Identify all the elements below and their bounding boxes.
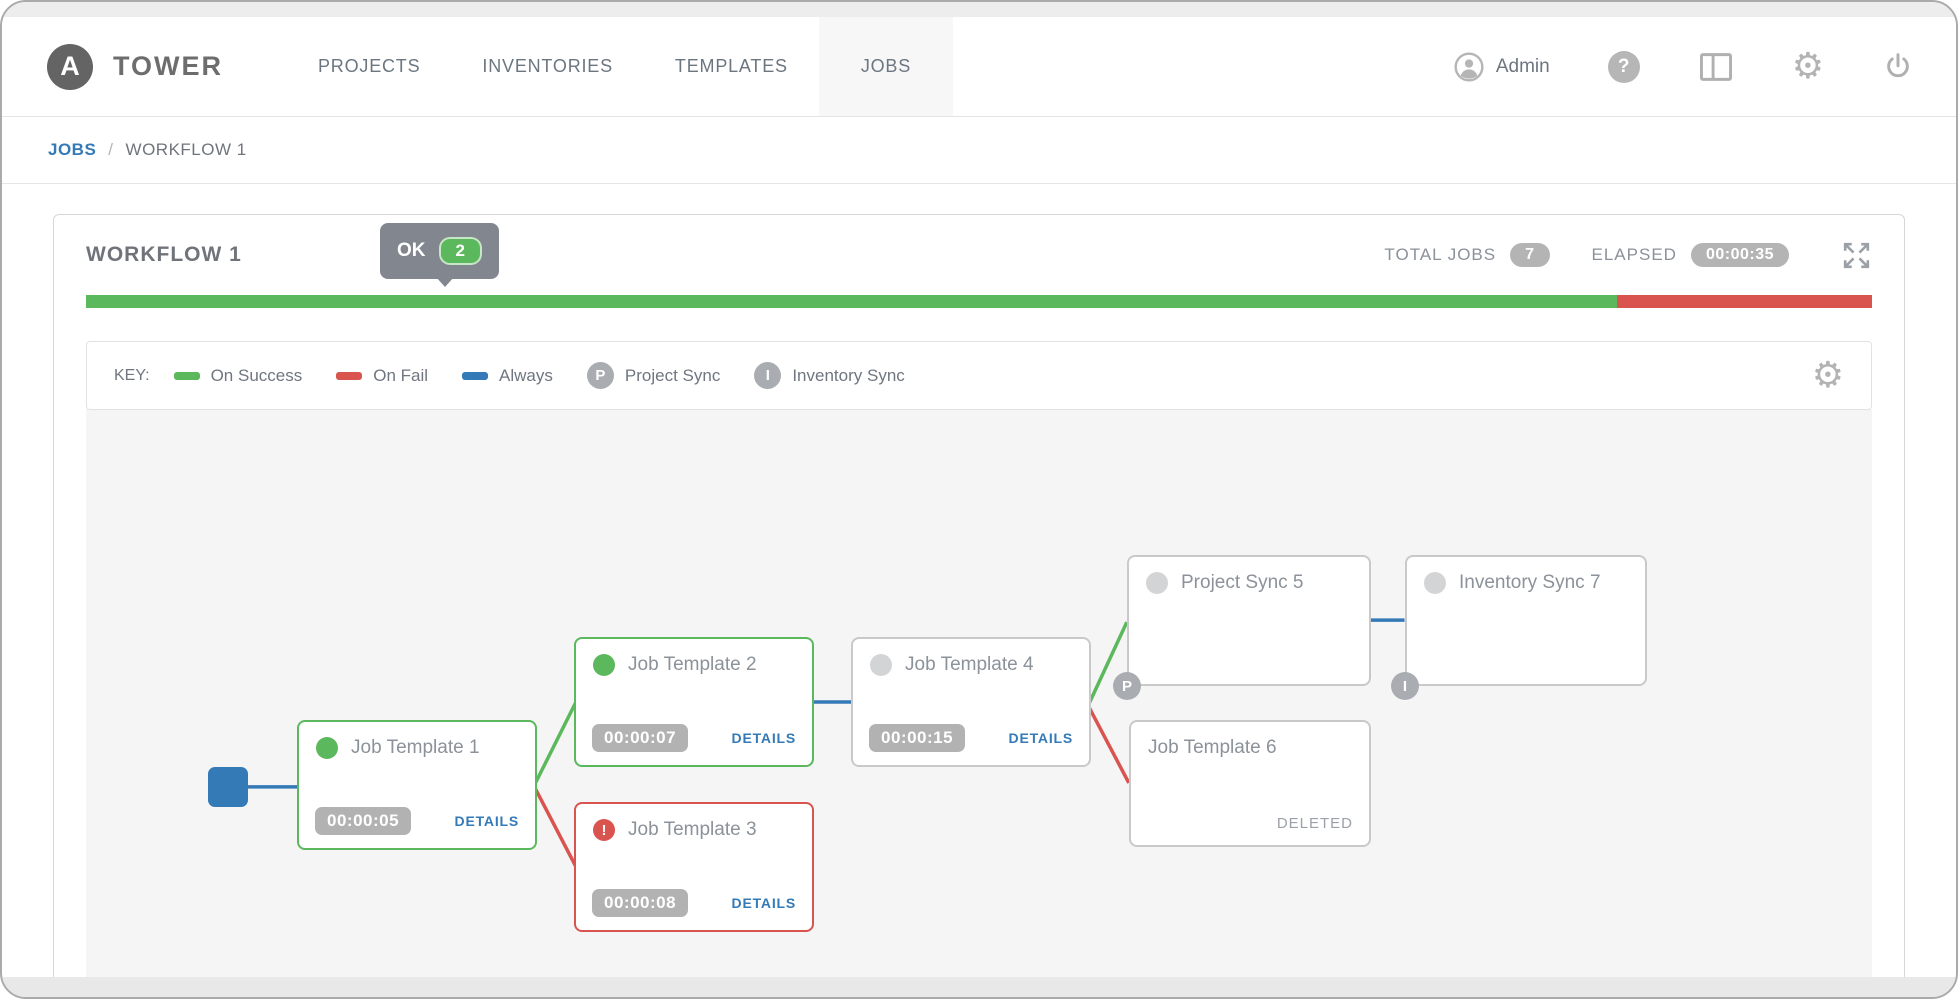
on-fail-swatch-icon [336,371,363,380]
total-jobs-badge: 7 [1510,243,1550,267]
workflow-header: WORKFLOW 1 OK 2 TOTAL JOBS 7 ELAPSED 00:… [86,215,1872,295]
node-project-sync-5[interactable]: Project Sync 5 [1127,555,1371,686]
inventory-sync-badge-icon: I [1391,672,1419,700]
deleted-label: DELETED [1276,815,1353,832]
ansible-logo-icon[interactable]: A [47,43,93,90]
tooltip-status-label: OK [397,240,426,261]
details-link[interactable]: DETAILS [731,895,796,911]
legend-label: Project Sync [624,365,721,385]
node-title: Job Template 2 [628,654,757,675]
workflow-edges [247,618,1405,867]
legend-label: Inventory Sync [792,365,905,385]
help-icon[interactable]: ? [1607,50,1640,83]
node-title: Job Template 6 [1148,737,1277,758]
elapsed-time-badge: 00:00:15 [869,724,966,752]
user-menu[interactable]: Admin [1453,51,1550,83]
user-avatar-icon [1453,51,1485,83]
elapsed-badge: 00:00:35 [1690,243,1789,267]
progress-fail-segment [1616,295,1872,308]
portal-mode-icon[interactable] [1698,51,1734,83]
workflow-stats: TOTAL JOBS 7 ELAPSED 00:00:35 [1384,240,1872,271]
elapsed-label: ELAPSED [1591,245,1677,264]
key-label: KEY: [114,366,150,384]
node-job-template-4[interactable]: Job Template 4 00:00:15 DETAILS [851,637,1091,767]
status-tooltip: OK 2 [380,223,499,287]
power-logout-icon[interactable] [1882,51,1914,83]
node-title: Job Template 1 [351,737,480,758]
brand-title: TOWER [113,51,223,81]
node-job-template-6[interactable]: Job Template 6 DELETED [1129,720,1371,847]
workflow-title: WORKFLOW 1 [86,243,242,266]
legend-keybar: KEY: On Success On Fail Always P Project… [86,341,1872,410]
legend-on-fail: On Fail [336,366,428,386]
breadcrumb-jobs-link[interactable]: JOBS [48,140,97,159]
legend-project-sync: P Project Sync [586,362,721,389]
gear-glyph: ⚙ [1791,45,1824,87]
gear-glyph: ⚙ [1811,354,1844,396]
top-nav: A TOWER PROJECTS INVENTORIES TEMPLATES J… [2,17,1956,117]
node-title: Job Template 3 [628,819,757,840]
workflow-panel: WORKFLOW 1 OK 2 TOTAL JOBS 7 ELAPSED 00:… [53,214,1905,977]
details-link[interactable]: DETAILS [1008,730,1073,746]
workflow-progress-bar [86,295,1872,308]
window-top-strip [2,2,1956,17]
on-success-swatch-icon [173,371,200,380]
legend-always: Always [462,366,553,386]
graph-settings-gear-icon[interactable]: ⚙ [1811,354,1844,396]
nav-items: PROJECTS INVENTORIES TEMPLATES JOBS [287,17,954,116]
node-job-template-2[interactable]: Job Template 2 00:00:07 DETAILS [574,637,814,767]
legend-on-success: On Success [173,365,303,386]
elapsed-time-badge: 00:00:05 [315,807,412,835]
node-inventory-sync-7[interactable]: Inventory Sync 7 [1405,555,1647,686]
window-bottom-strip [2,977,1956,997]
node-job-template-1[interactable]: Job Template 1 00:00:05 DETAILS [297,720,537,850]
node-title: Inventory Sync 7 [1459,572,1601,593]
node-job-template-3[interactable]: ! Job Template 3 00:00:08 DETAILS [574,802,814,932]
details-link[interactable]: DETAILS [731,730,796,746]
expand-fullscreen-icon[interactable] [1841,240,1872,271]
breadcrumb-current: WORKFLOW 1 [125,140,247,159]
legend-label: On Fail [373,365,429,385]
status-pending-icon [1424,572,1446,594]
details-link[interactable]: DETAILS [454,813,519,829]
workflow-start-node[interactable] [208,767,248,807]
status-pending-icon [1146,572,1168,594]
settings-gear-icon[interactable]: ⚙ [1791,45,1824,87]
project-sync-icon: P [586,362,614,389]
elapsed-time-badge: 00:00:07 [592,724,689,752]
legend-label: On Success [210,365,303,385]
breadcrumb: JOBS / WORKFLOW 1 [2,117,1956,184]
inventory-sync-icon: I [754,362,782,389]
node-title: Job Template 4 [905,654,1034,675]
total-jobs-label: TOTAL JOBS [1384,245,1497,264]
tooltip-status-count-badge: 2 [438,237,482,265]
status-error-icon: ! [593,819,615,841]
elapsed-time-badge: 00:00:08 [592,889,689,917]
help-glyph: ? [1617,55,1630,77]
progress-success-segment [86,295,1617,308]
nav-item-projects[interactable]: PROJECTS [318,56,421,76]
workflow-graph-canvas: Job Template 1 00:00:05 DETAILS Job Temp… [86,409,1872,977]
status-success-icon [316,737,338,759]
nav-right-icons: Admin ? ⚙ [1453,45,1956,87]
legend-inventory-sync: I Inventory Sync [754,362,905,389]
nav-item-jobs[interactable]: JOBS [818,17,954,116]
nav-item-templates[interactable]: TEMPLATES [674,56,788,76]
breadcrumb-separator: / [108,140,114,159]
status-pending-icon [870,654,892,676]
project-sync-badge-icon: P [1113,672,1141,700]
legend-label: Always [499,365,553,385]
user-name: Admin [1495,55,1550,77]
node-title: Project Sync 5 [1181,572,1304,593]
status-success-icon [593,654,615,676]
logo-letter: A [60,51,80,81]
nav-item-inventories[interactable]: INVENTORIES [482,56,613,76]
always-swatch-icon [462,371,489,380]
